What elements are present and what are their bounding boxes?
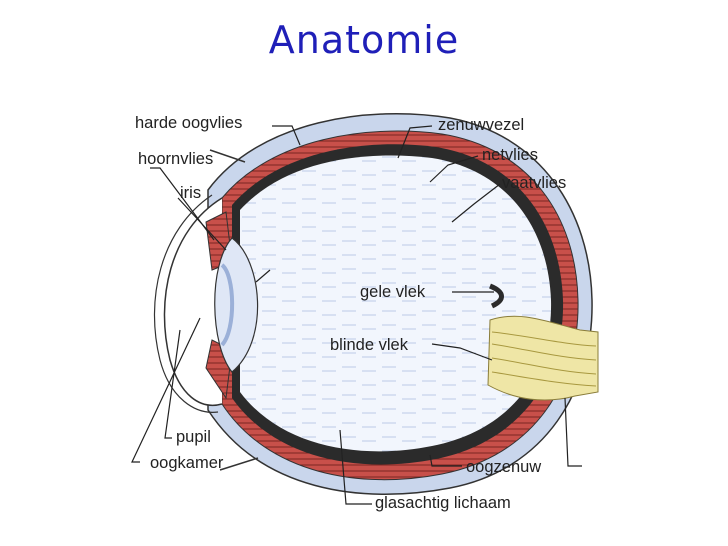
page-title: Anatomie [268, 18, 460, 62]
vitreous-body [240, 155, 552, 452]
label-zenuwvezel: zenuwvezel [438, 116, 524, 134]
optic-nerve [487, 283, 599, 401]
label-pupil: pupil [176, 428, 211, 446]
label-glasachtig-lichaam: glasachtig lichaam [375, 494, 511, 512]
leader-lines [131, 125, 582, 505]
label-iris: iris [180, 184, 201, 202]
label-netvlies: netvlies [482, 146, 538, 164]
label-gele-vlek: gele vlek [360, 283, 426, 301]
label-hoornvlies: hoornvlies [138, 150, 213, 168]
label-vaatvlies: vaatvlies [502, 174, 566, 192]
lens [214, 237, 259, 373]
label-harde-oogvlies: harde oogvlies [135, 114, 242, 132]
label-oogkamer: oogkamer [150, 454, 224, 472]
label-oogzenuw: oogzenuw [466, 458, 541, 476]
label-blinde-vlek: blinde vlek [330, 336, 409, 354]
cornea [153, 194, 223, 413]
